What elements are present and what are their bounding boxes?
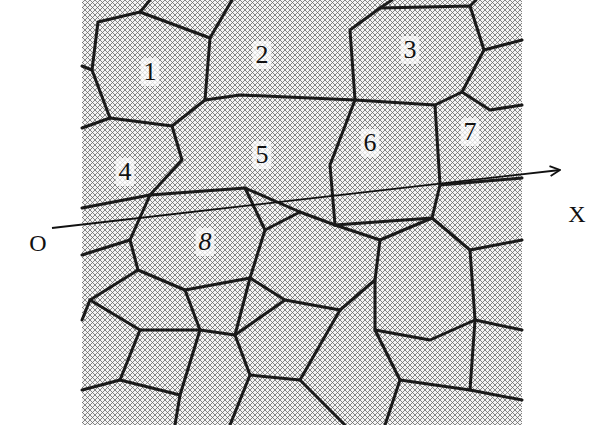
callout-number: 3 <box>401 36 420 64</box>
callout-number: 7 <box>461 118 480 146</box>
callout-number: 4 <box>116 158 135 186</box>
callout-number: 6 <box>361 129 380 157</box>
grain-boundaries <box>82 0 522 425</box>
axis-label: X <box>565 201 588 227</box>
grain-texture <box>82 0 522 425</box>
callout-number: 1 <box>141 58 160 86</box>
axis-label: O <box>26 230 49 256</box>
callout-number: 5 <box>253 141 272 169</box>
callout-number: 2 <box>253 41 272 69</box>
callout-number: 8 <box>196 228 215 256</box>
